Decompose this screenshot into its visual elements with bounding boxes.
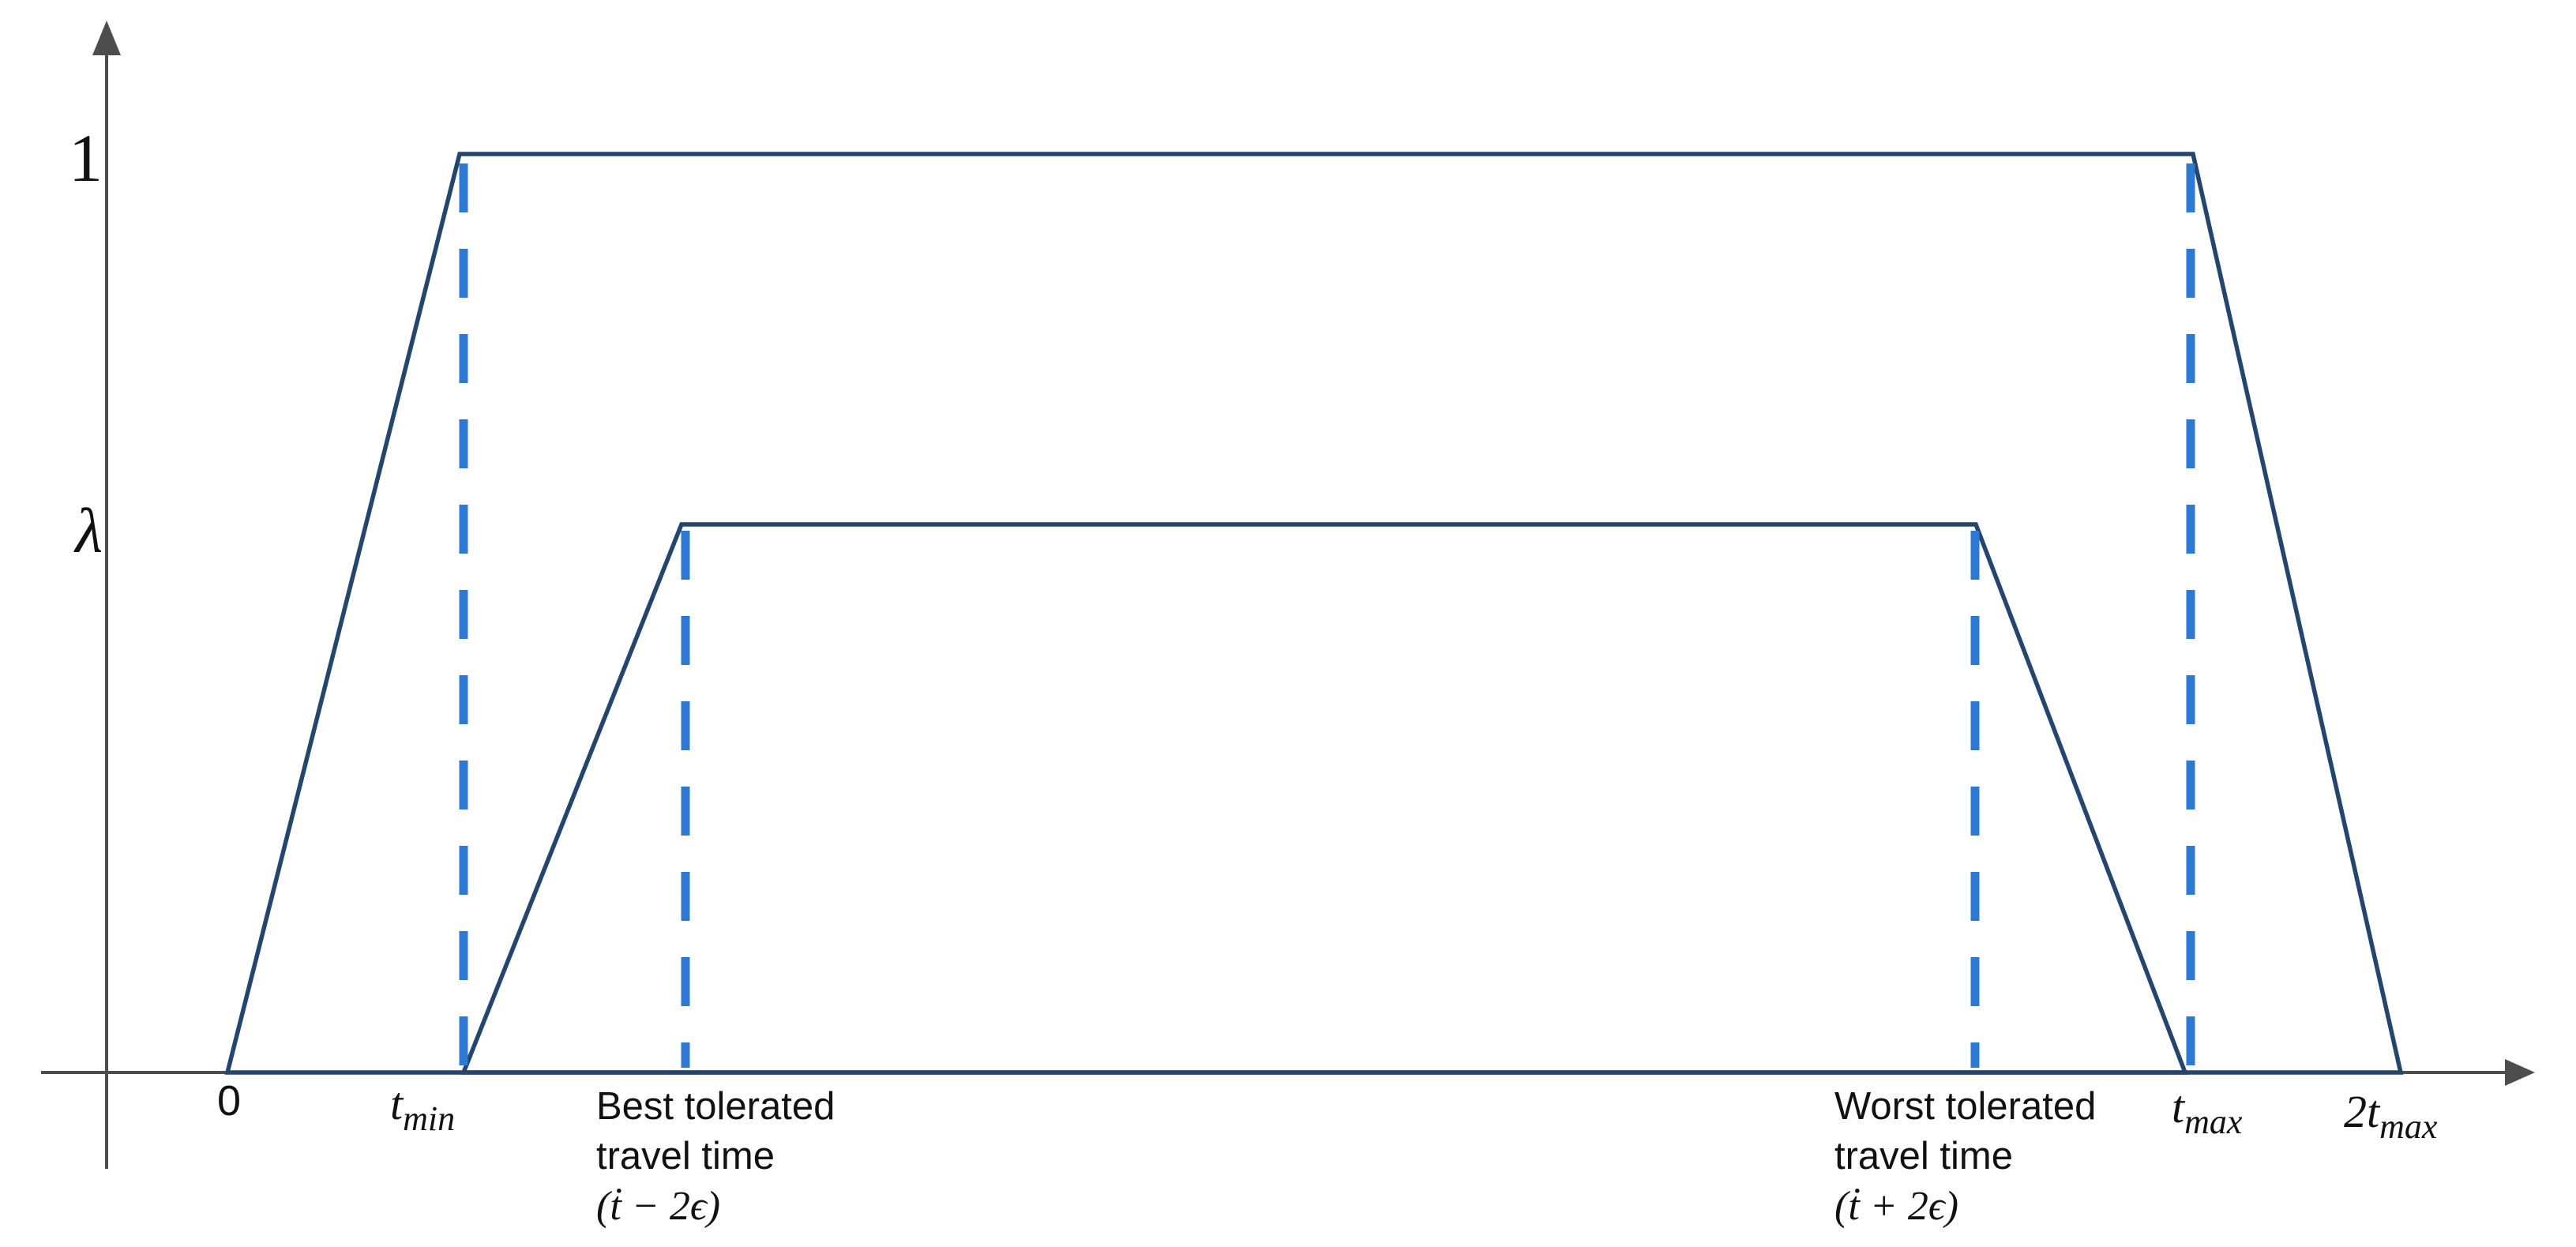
worst-line1: Worst tolerated <box>1834 1085 2097 1128</box>
outer-trapezoid-curve <box>224 152 2404 1075</box>
tmin-base: t <box>390 1078 404 1129</box>
2tmax-base: 2t <box>2344 1086 2380 1137</box>
y-tick-label-1: 1 <box>69 120 103 196</box>
best-formula: (ṫ − 2ϵ) <box>596 1184 721 1229</box>
best-line2: travel time <box>596 1135 775 1178</box>
tmax-subscript: max <box>2184 1102 2243 1141</box>
x-tick-label-tmin: tmin <box>390 1078 455 1136</box>
x-tick-label-best-tolerated: Best tolerated travel time (ṫ − 2ϵ) <box>596 1082 835 1231</box>
x-tick-label-2tmax: 2tmax <box>2344 1086 2437 1144</box>
y-axis-arrowhead <box>92 21 121 55</box>
2tmax-subscript: max <box>2379 1107 2438 1146</box>
tmin-subscript: min <box>403 1099 456 1138</box>
x-tick-label-tmax: tmax <box>2172 1081 2242 1140</box>
y-tick-label-lambda: λ <box>75 497 103 566</box>
x-axis-arrowhead <box>2505 1059 2535 1086</box>
inner-trapezoid-curve <box>460 522 2188 1075</box>
worst-line2: travel time <box>1834 1135 2014 1178</box>
worst-formula: (ṫ + 2ϵ) <box>1834 1184 1959 1229</box>
tmax-base: t <box>2172 1081 2185 1132</box>
x-tick-label-0: 0 <box>216 1077 242 1125</box>
best-line1: Best tolerated <box>596 1085 836 1128</box>
x-tick-label-worst-tolerated: Worst tolerated travel time (ṫ + 2ϵ) <box>1834 1082 2096 1231</box>
